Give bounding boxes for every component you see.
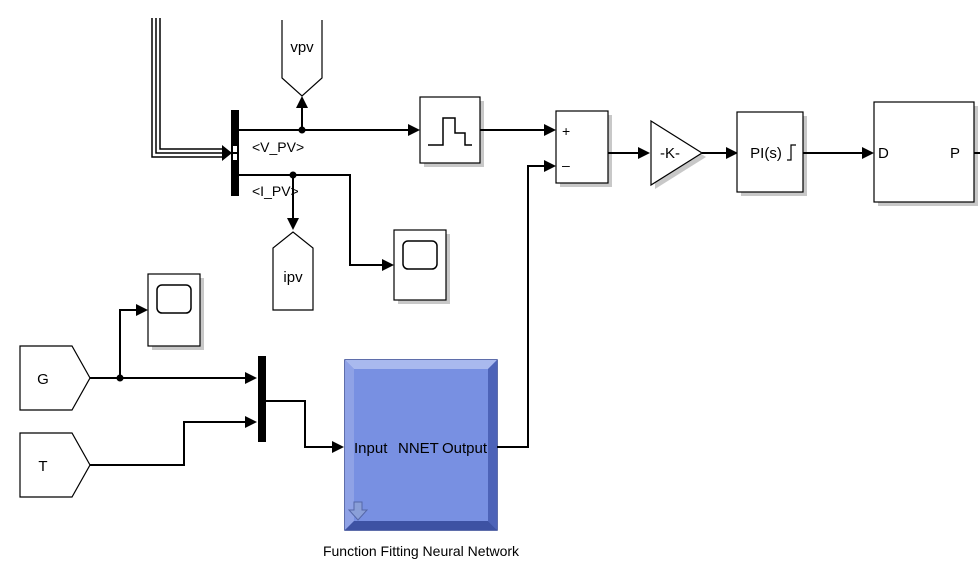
goto-tag-vpv[interactable]: vpv <box>281 20 323 97</box>
scope-g[interactable] <box>147 273 204 350</box>
wire-nnet-to-sum <box>497 160 556 448</box>
vpv-tag-label: vpv <box>290 39 314 56</box>
from-tag-g[interactable]: G <box>19 345 91 411</box>
nnet-input-port-label: Input <box>354 440 388 457</box>
bus-selector[interactable] <box>231 110 239 196</box>
zero-order-hold-block[interactable] <box>419 96 484 167</box>
nnet-caption: Function Fitting Neural Network <box>323 543 520 559</box>
nnet-output-port-label: Output <box>442 440 488 457</box>
incoming-bus <box>151 18 232 161</box>
wire-pi-to-pwm <box>803 147 874 159</box>
wire-sum-to-gain <box>608 147 650 159</box>
signal-label-v-pv: <V_PV> <box>252 139 304 155</box>
t-tag-label: T <box>38 458 47 475</box>
neural-network-block[interactable]: Input NNET Output <box>344 359 498 531</box>
mux-block[interactable] <box>258 356 266 442</box>
g-tag-label: G <box>37 371 49 388</box>
scope-ipv[interactable] <box>393 229 450 304</box>
sum-block[interactable]: + – <box>555 110 612 187</box>
signal-label-i-pv: <I_PV> <box>252 183 299 199</box>
wire-zoh-to-sum <box>480 124 556 136</box>
from-tag-t[interactable]: T <box>19 432 91 498</box>
gain-label: -K- <box>660 145 680 162</box>
wire-t <box>90 416 257 466</box>
goto-tag-ipv[interactable]: ipv <box>272 231 314 311</box>
wire-gain-to-pi <box>702 147 738 159</box>
pi-label: PI(s) <box>750 145 782 162</box>
nnet-name-label: NNET <box>398 440 439 457</box>
down-arrow-icon[interactable] <box>347 501 369 521</box>
gain-block[interactable]: -K- <box>650 119 706 189</box>
ipv-tag-label: ipv <box>283 269 303 286</box>
sum-plus-sign: + <box>562 123 570 139</box>
wire-mux-to-nnet <box>266 400 344 453</box>
wire-i-pv <box>239 171 394 271</box>
pwm-output-port-label: P <box>950 145 960 162</box>
wire-g <box>90 304 257 384</box>
pwm-input-port-label: D <box>878 145 889 162</box>
wire-v-pv <box>239 96 420 136</box>
pi-controller-block[interactable]: PI(s) <box>736 111 807 196</box>
pwm-generator-block[interactable]: D P <box>873 101 978 206</box>
sum-minus-sign: – <box>562 157 570 173</box>
